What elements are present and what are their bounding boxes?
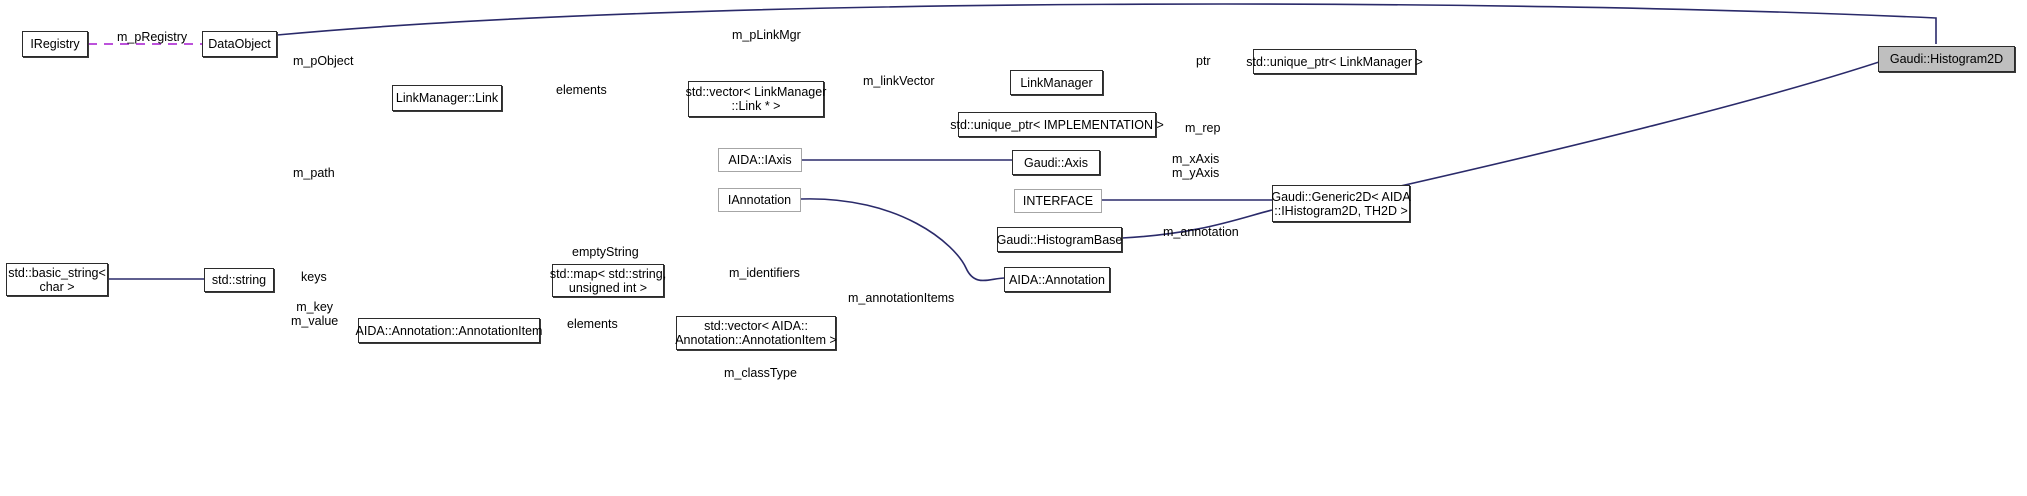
- node-interface[interactable]: INTERFACE: [1014, 189, 1102, 213]
- node-label: Gaudi::HistogramBase: [996, 232, 1123, 247]
- edge-label-m-xaxis-m-yaxis: m_xAxis m_yAxis: [1172, 152, 1220, 181]
- node-label: std::vector< AIDA:: Annotation::Annotati…: [675, 319, 837, 347]
- edge-label-m-pregistry: m_pRegistry: [117, 30, 188, 44]
- node-linkmanager[interactable]: LinkManager: [1010, 70, 1103, 95]
- edge-label-emptystring: emptyString: [572, 245, 639, 259]
- node-label: Gaudi::Axis: [1024, 155, 1088, 170]
- node-label: std::map< std::string, unsigned int >: [549, 266, 667, 295]
- node-label: AIDA::Annotation::AnnotationItem: [355, 323, 543, 338]
- node-label: Gaudi::Generic2D< AIDA ::IHistogram2D, T…: [1271, 189, 1411, 218]
- node-aida-iaxis[interactable]: AIDA::IAxis: [718, 148, 802, 172]
- node-linkmanager-link[interactable]: LinkManager::Link: [392, 85, 502, 111]
- node-iannotation[interactable]: IAnnotation: [718, 188, 801, 212]
- node-vector-annotation-item[interactable]: std::vector< AIDA:: Annotation::Annotati…: [675, 316, 837, 350]
- edge-label-elements-item: elements: [567, 317, 618, 331]
- edge-label-m-key-m-value: m_key m_value: [291, 300, 339, 329]
- edge-label-keys: keys: [301, 270, 327, 284]
- edge-label-m-rep: m_rep: [1185, 121, 1221, 135]
- node-gaudi-histogrambase[interactable]: Gaudi::HistogramBase: [997, 227, 1122, 252]
- edge-label-m-pobject: m_pObject: [293, 54, 354, 68]
- node-iregistry[interactable]: IRegistry: [22, 31, 88, 57]
- edge-label-ptr: ptr: [1196, 54, 1211, 68]
- edge-label-m-annotationitems: m_annotationItems: [848, 291, 955, 305]
- edge-label-m-plinkmgr: m_pLinkMgr: [732, 28, 801, 42]
- edge-label-m-identifiers: m_identifiers: [729, 266, 800, 280]
- node-gaudi-generic2d[interactable]: Gaudi::Generic2D< AIDA ::IHistogram2D, T…: [1271, 185, 1411, 222]
- node-gaudi-histogram2d[interactable]: Gaudi::Histogram2D: [1878, 46, 2015, 72]
- node-unique-ptr-linkmanager[interactable]: std::unique_ptr< LinkManager >: [1246, 49, 1423, 74]
- node-aida-annotation[interactable]: AIDA::Annotation: [1004, 267, 1110, 292]
- node-gaudi-axis[interactable]: Gaudi::Axis: [1012, 150, 1100, 175]
- node-label: LinkManager: [1020, 75, 1093, 90]
- node-unique-ptr-implementation[interactable]: std::unique_ptr< IMPLEMENTATION >: [950, 112, 1164, 137]
- node-label: AIDA::Annotation: [1009, 272, 1105, 287]
- edge-label-m-classtype: m_classType: [724, 366, 797, 380]
- node-annotation-item[interactable]: AIDA::Annotation::AnnotationItem: [355, 318, 543, 343]
- node-label: std::vector< LinkManager ::Link * >: [685, 85, 827, 113]
- node-label: AIDA::IAxis: [728, 153, 792, 167]
- node-dataobject[interactable]: DataObject: [202, 31, 277, 57]
- node-label: std::unique_ptr< IMPLEMENTATION >: [950, 117, 1164, 132]
- node-label: std::string: [211, 273, 267, 287]
- node-label: INTERFACE: [1022, 194, 1094, 208]
- node-label: IRegistry: [30, 37, 80, 51]
- node-label: std::basic_string< char >: [8, 265, 106, 294]
- node-std-map[interactable]: std::map< std::string, unsigned int >: [549, 264, 667, 297]
- node-label: std::unique_ptr< LinkManager >: [1246, 54, 1423, 69]
- node-label: DataObject: [208, 37, 271, 51]
- edge-label-elements-link: elements: [556, 83, 607, 97]
- node-label: Gaudi::Histogram2D: [1889, 52, 2004, 66]
- edge-label-m-annotation: m_annotation: [1163, 225, 1239, 239]
- node-label: LinkManager::Link: [395, 91, 499, 105]
- edge-label-m-linkvector: m_linkVector: [863, 74, 935, 88]
- node-label: IAnnotation: [727, 193, 792, 207]
- node-std-string[interactable]: std::string: [204, 268, 274, 292]
- node-std-basic-string[interactable]: std::basic_string< char >: [6, 263, 108, 296]
- node-vector-linkmanager-link[interactable]: std::vector< LinkManager ::Link * >: [685, 81, 827, 117]
- edge-label-m-path: m_path: [293, 166, 335, 180]
